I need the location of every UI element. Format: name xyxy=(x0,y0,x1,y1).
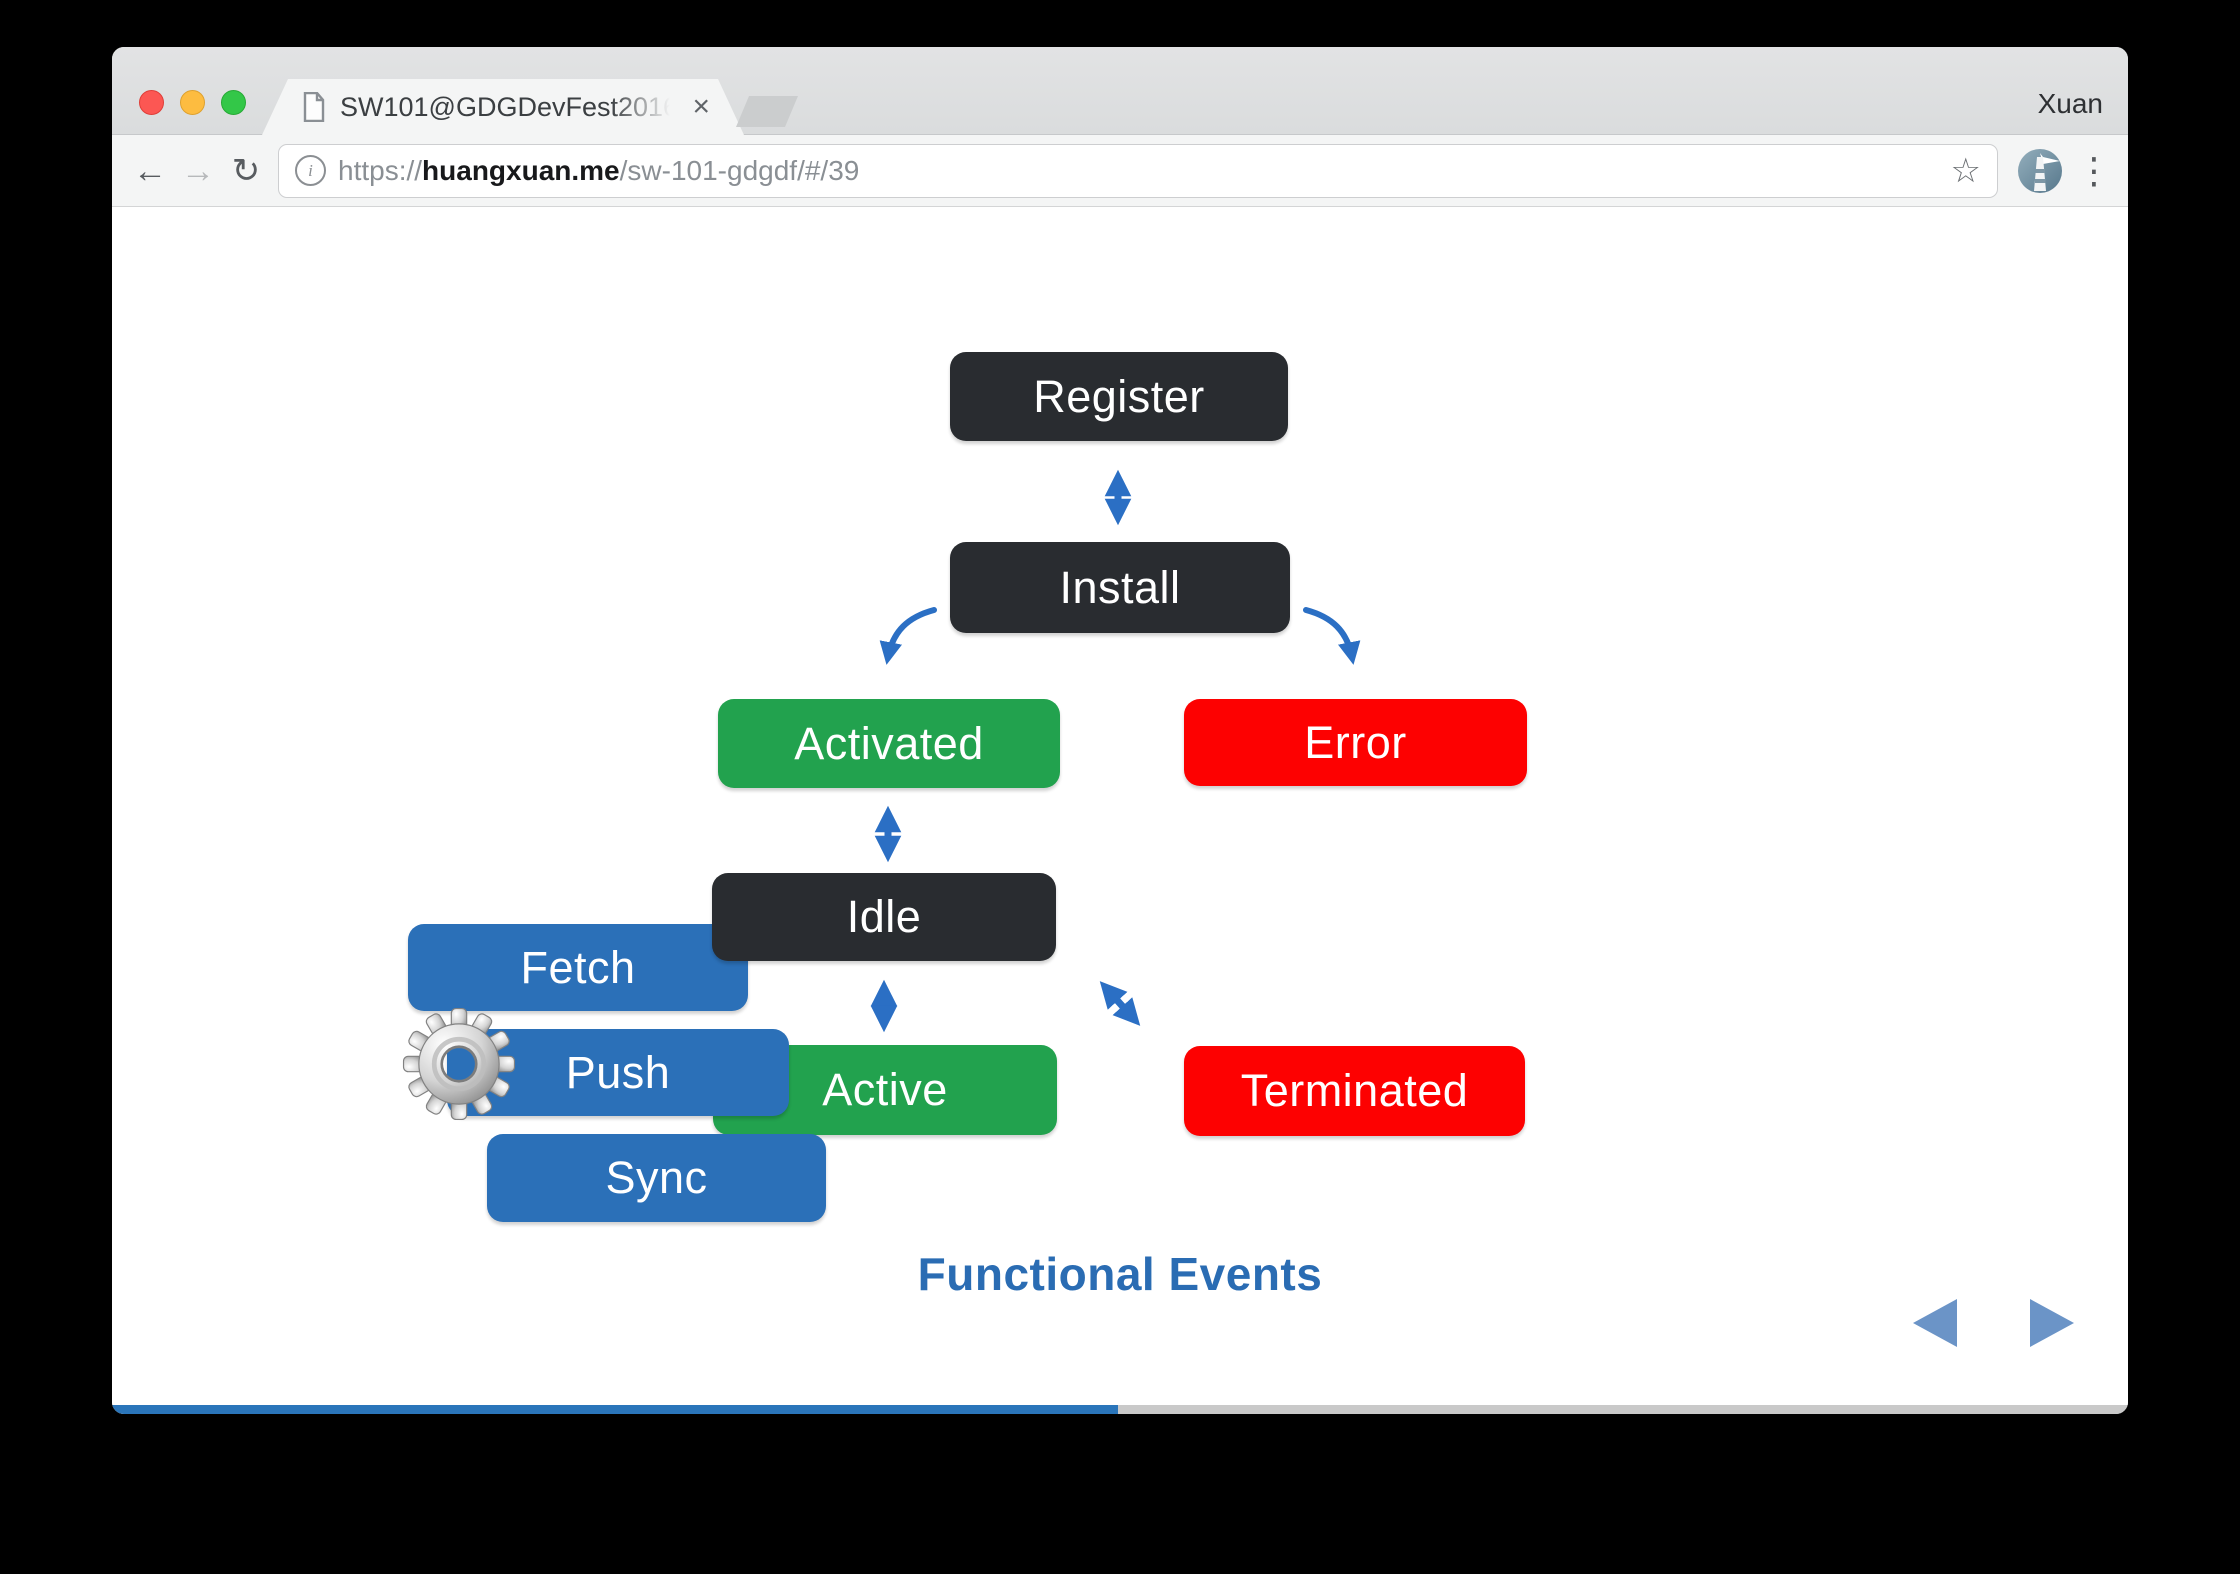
state-activated: Activated xyxy=(718,699,1060,788)
gear-icon xyxy=(402,1007,516,1121)
browser-window: SW101@GDGDevFest2016 - ( × Xuan ← → ↻ i … xyxy=(112,47,2128,1414)
window-zoom-button[interactable] xyxy=(221,90,246,115)
forward-icon: → xyxy=(181,151,215,190)
window-minimize-button[interactable] xyxy=(180,90,205,115)
tab-title: SW101@GDGDevFest2016 - ( xyxy=(340,91,670,122)
new-tab-button[interactable] xyxy=(736,96,798,127)
slide-progress-bar xyxy=(112,1405,2128,1414)
state-terminated: Terminated xyxy=(1184,1046,1525,1136)
tab-close-icon[interactable]: × xyxy=(692,90,710,123)
profile-name[interactable]: Xuan xyxy=(2037,88,2103,119)
event-fetch: Fetch xyxy=(408,924,748,1011)
prev-slide-arrow[interactable] xyxy=(1913,1299,1957,1347)
back-icon[interactable]: ← xyxy=(133,151,167,190)
url-path: /sw-101-gdgdf/#/39 xyxy=(619,154,860,186)
bookmark-star-icon[interactable]: ☆ xyxy=(1950,151,1981,190)
tab-strip: SW101@GDGDevFest2016 - ( × Xuan xyxy=(112,47,2128,135)
address-bar[interactable]: i https://huangxuan.me/sw-101-gdgdf/#/39… xyxy=(278,143,1998,198)
document-favicon-icon xyxy=(302,92,326,122)
slide-caption: Functional Events xyxy=(917,1248,1323,1300)
slide-progress-fill xyxy=(112,1405,1118,1414)
state-install: Install xyxy=(950,542,1290,633)
slide-canvas: Register Install Activated Error Idle Fe… xyxy=(112,207,2128,1405)
reload-icon[interactable]: ↻ xyxy=(231,151,261,190)
url-scheme: https:// xyxy=(338,154,423,186)
kebab-menu-icon[interactable]: ⋮ xyxy=(2076,149,2112,191)
page-url: https://huangxuan.me/sw-101-gdgdf/#/39 xyxy=(338,155,859,187)
lighthouse-extension-icon[interactable] xyxy=(2016,147,2064,195)
traffic-lights xyxy=(139,90,246,115)
event-sync: Sync xyxy=(487,1134,826,1222)
window-close-button[interactable] xyxy=(139,90,164,115)
next-slide-arrow[interactable] xyxy=(2030,1299,2074,1347)
browser-tab[interactable]: SW101@GDGDevFest2016 - ( × xyxy=(262,79,744,135)
state-register: Register xyxy=(950,352,1288,441)
info-icon[interactable]: i xyxy=(295,155,326,186)
state-idle: Idle xyxy=(712,873,1056,961)
url-host: huangxuan.me xyxy=(422,154,620,186)
state-error: Error xyxy=(1184,699,1527,786)
browser-toolbar: ← → ↻ i https://huangxuan.me/sw-101-gdgd… xyxy=(112,135,2128,207)
